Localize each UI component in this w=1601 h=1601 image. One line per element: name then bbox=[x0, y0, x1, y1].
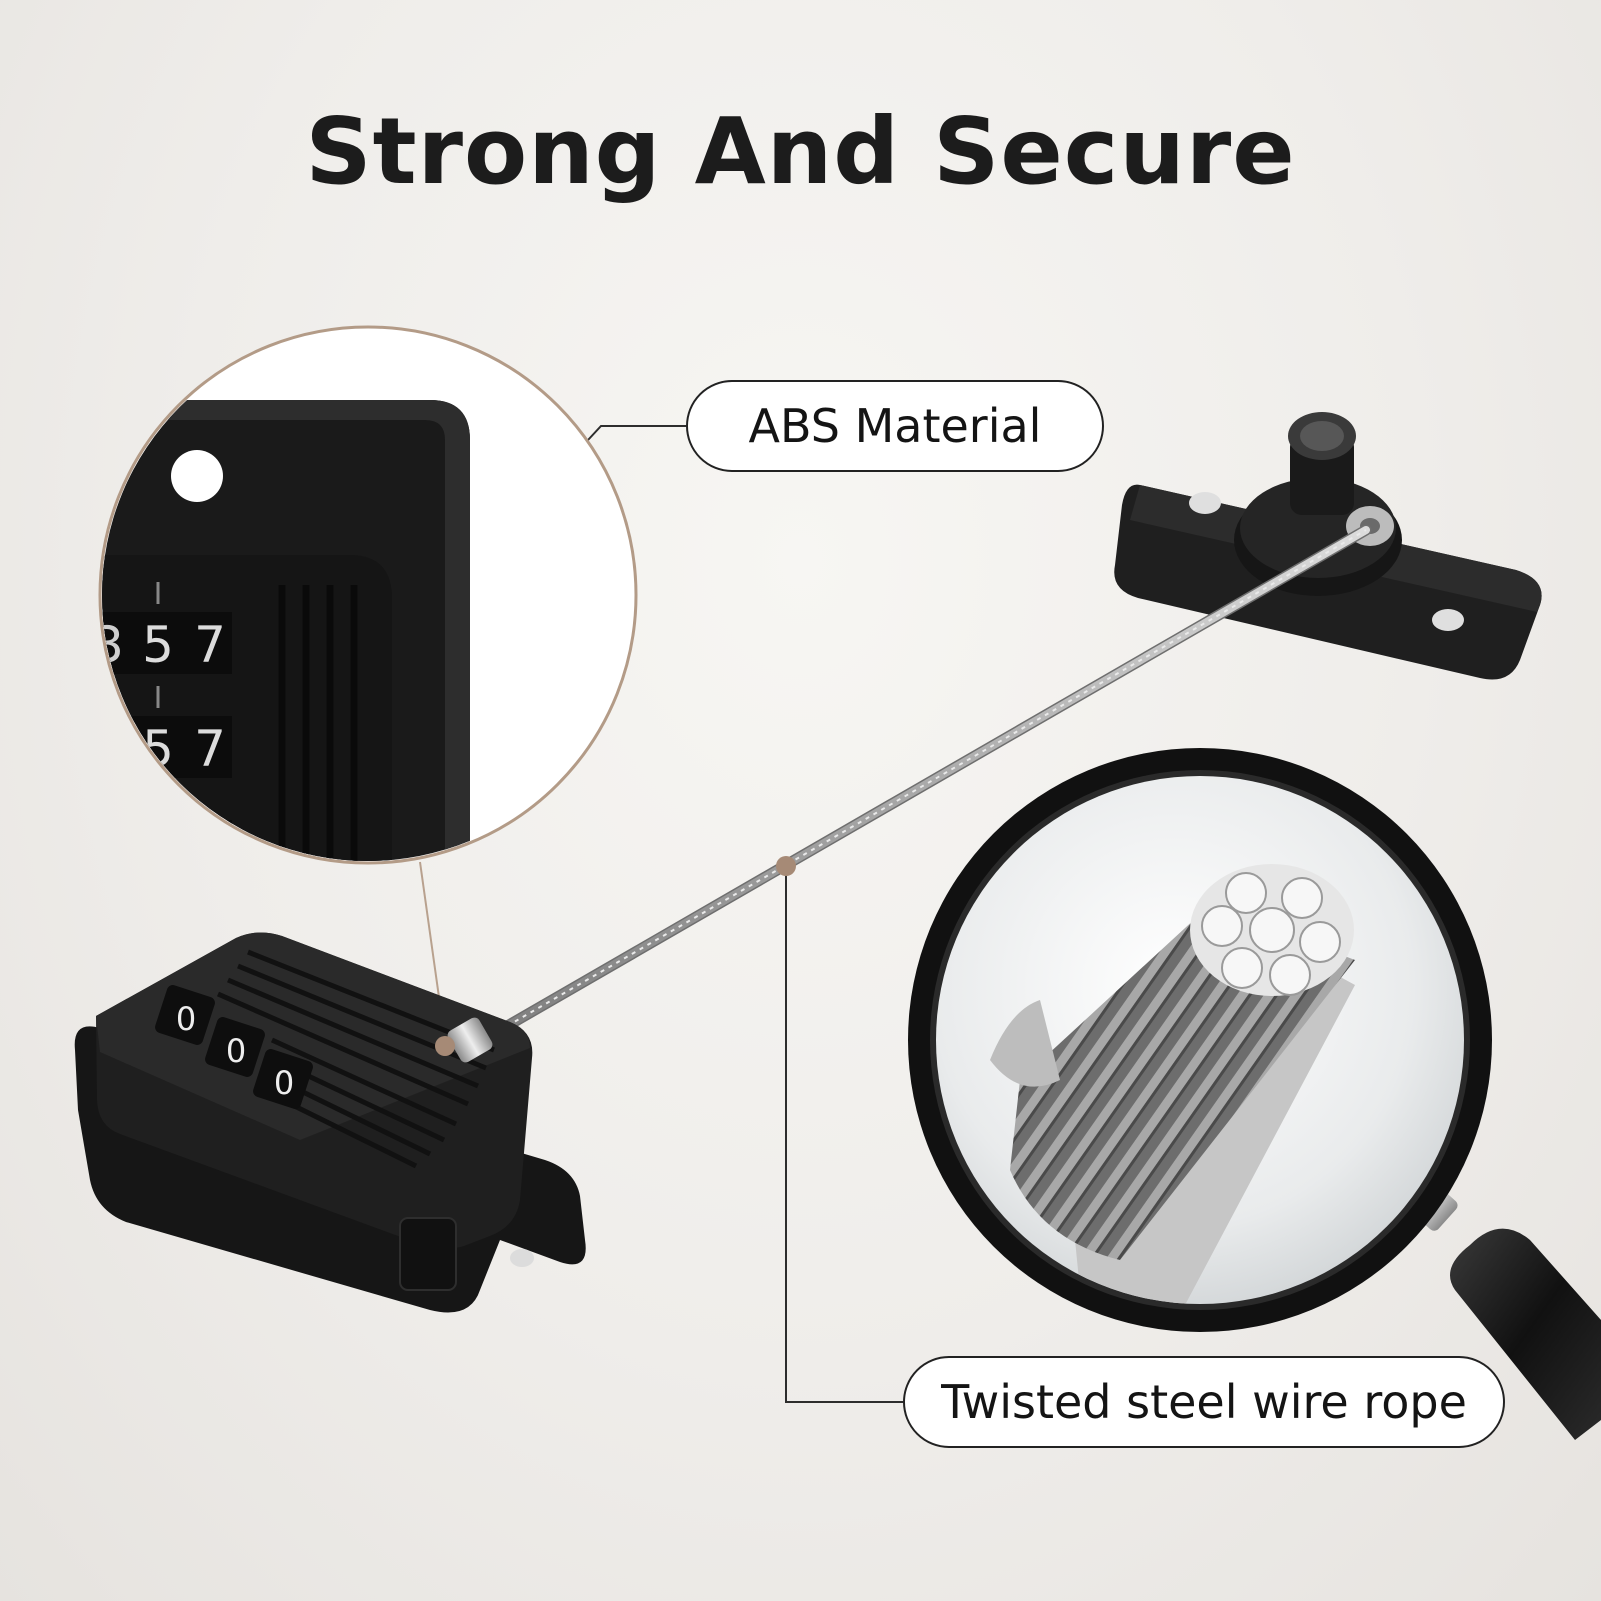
material-zoom-circle: 3 5 7 5 7 bbox=[98, 325, 638, 865]
zoom-dial-digit-3: 7 bbox=[194, 616, 226, 674]
lock-dial-digit-3: 0 bbox=[274, 1064, 294, 1102]
zoom-dial-digit-2: 5 bbox=[142, 616, 174, 674]
zoom-dial-digit-5: 7 bbox=[194, 720, 226, 778]
abs-material-callout: ABS Material bbox=[686, 380, 1104, 472]
steel-cable bbox=[470, 524, 1372, 1050]
combination-lock: 0 0 0 bbox=[74, 932, 586, 1313]
lock-dial-digit-1: 0 bbox=[176, 1000, 196, 1038]
steel-wire-callout: Twisted steel wire rope bbox=[903, 1356, 1505, 1448]
connector-dots bbox=[435, 856, 796, 1056]
lock-dial-digit-2: 0 bbox=[226, 1032, 246, 1070]
page-title: Strong And Secure bbox=[305, 98, 1296, 205]
magnifying-glass bbox=[908, 748, 1601, 1440]
